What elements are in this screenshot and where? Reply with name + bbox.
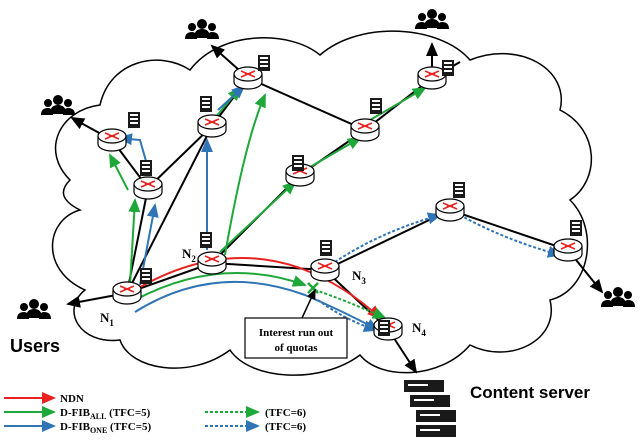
legend-dfib-one: D-FIBONE (TFC=5) [60,421,151,435]
server-icon [200,96,212,112]
users-label: Users [10,336,60,356]
callout-line-2: of quotas [274,342,318,354]
server-icon [453,182,465,198]
router-icon [233,66,263,90]
router-icon [435,198,465,222]
router-icon [553,238,583,262]
server-icon [320,240,332,256]
router-icon-n2 [197,251,227,275]
legend-dotted-blue: (TFC=6) [265,421,306,433]
router-icon [133,176,163,200]
router-icon [417,66,447,90]
legend-ndn: NDN [60,393,84,405]
router-icon [197,114,227,138]
legend-dotted-green: (TFC=6) [265,407,306,419]
node-label-n3: N3 [352,268,366,286]
router-icon [97,128,127,152]
server-icon [140,160,152,176]
flow-dfib-all [109,86,427,319]
legend: NDN D-FIBALL (TFC=5) D-FIBONE (TFC=5) (T… [4,392,306,435]
users-icon [185,19,219,39]
server-icon [258,55,270,71]
node-label-n4: N4 [412,320,426,338]
router-icon-n1 [112,281,142,305]
node-label-n2: N2 [182,246,196,264]
callout-line-1: Interest run out [259,327,334,339]
server-icon [140,268,152,284]
users-icon [601,287,635,307]
server-icon [442,60,454,76]
server-icon [292,155,304,171]
users-icon [41,95,75,115]
users-icon [17,299,51,319]
flow-ndn [134,256,382,320]
server-icon [370,98,382,114]
server-icon [200,232,212,248]
server-icon [570,220,582,236]
server-icon [378,320,390,336]
users-icon [415,9,449,29]
content-server-label: Content server [470,383,590,402]
node-label-n1: N1 [100,310,114,328]
server-icon [128,112,140,128]
router-icon-n3 [310,258,340,282]
callout-box: Interest run out of quotas [244,288,348,359]
flow-dfib-one [118,84,562,333]
legend-dfib-all: D-FIBALL (TFC=5) [60,407,151,421]
router-icon [350,118,380,142]
server-rack-icon [404,380,456,437]
